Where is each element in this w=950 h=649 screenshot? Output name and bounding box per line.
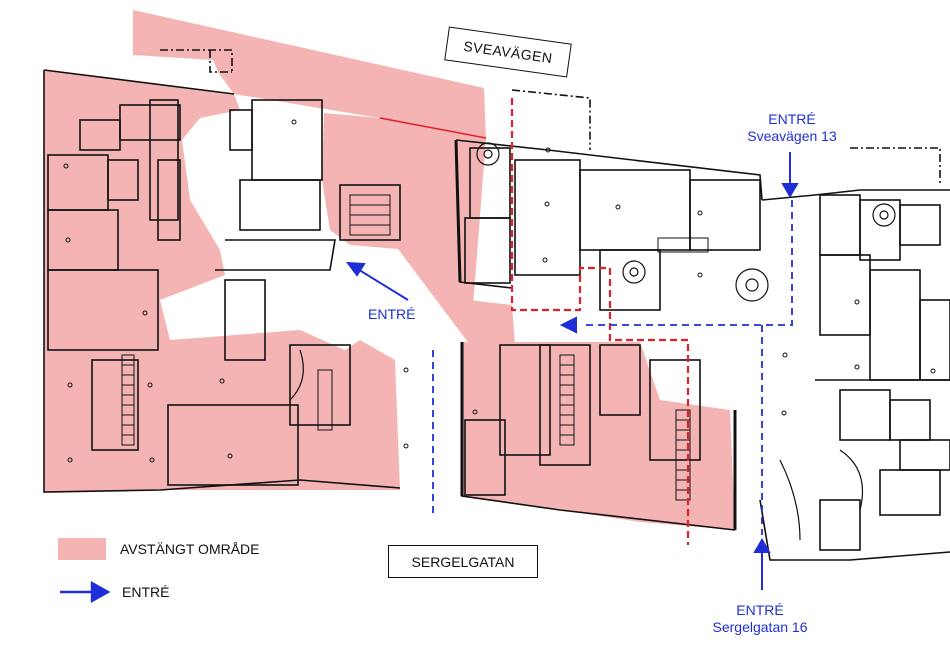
column-markers [63, 119, 936, 463]
wall-west-outline [43, 70, 401, 493]
wall-east [761, 189, 950, 201]
entrance-address: Sergelgatan 16 [712, 619, 808, 635]
entrance-title: ENTRÉ [368, 306, 416, 322]
closed-area-diagonal-corridor [380, 118, 486, 345]
entrance-address: Sveavägen 13 [747, 128, 837, 144]
closed-area-south-mid [468, 300, 515, 345]
street-label-sergelgatan: SERGELGATAN [388, 545, 538, 578]
legend-item-entrance: ENTRÉ [58, 582, 169, 602]
arrow-head-path [559, 316, 577, 334]
entrance-title: ENTRÉ [768, 111, 816, 127]
legend-swatch-closed-area [58, 538, 106, 560]
legend-label-closed-area: AVSTÄNGT OMRÅDE [120, 541, 260, 557]
legend-item-closed-area: AVSTÄNGT OMRÅDE [58, 538, 260, 560]
legend-arrow-icon [58, 582, 108, 602]
closed-area-west-block [44, 70, 400, 492]
entrance-title: ENTRÉ [736, 602, 784, 618]
arrow-head-sergelgatan [753, 538, 771, 553]
closed-areas [44, 10, 735, 530]
legend-arrow-graphic [60, 580, 111, 604]
arrow-head-middle [345, 261, 366, 277]
wall-center-top [455, 139, 763, 201]
red-solid-line [379, 117, 487, 139]
entrance-label-sergelgatan: ENTRÉ Sergelgatan 16 [700, 602, 820, 636]
closed-area-south-block [462, 342, 735, 530]
entrance-arrows [345, 152, 799, 590]
spiral-stairs [289, 142, 896, 541]
entrance-label-middle: ENTRÉ [368, 306, 415, 323]
building-thick-edges [454, 139, 737, 530]
building-walls [43, 49, 950, 561]
red-dashed-boundary [510, 98, 690, 545]
closed-area-north-strip [133, 10, 486, 138]
entrance-label-sveavagen: ENTRÉ Sveavägen 13 [732, 111, 852, 145]
legend-label-entrance: ENTRÉ [122, 584, 170, 600]
entrance-paths [432, 200, 793, 535]
wall-west-top [43, 69, 235, 95]
arrow-head-sveavagen [781, 183, 799, 198]
